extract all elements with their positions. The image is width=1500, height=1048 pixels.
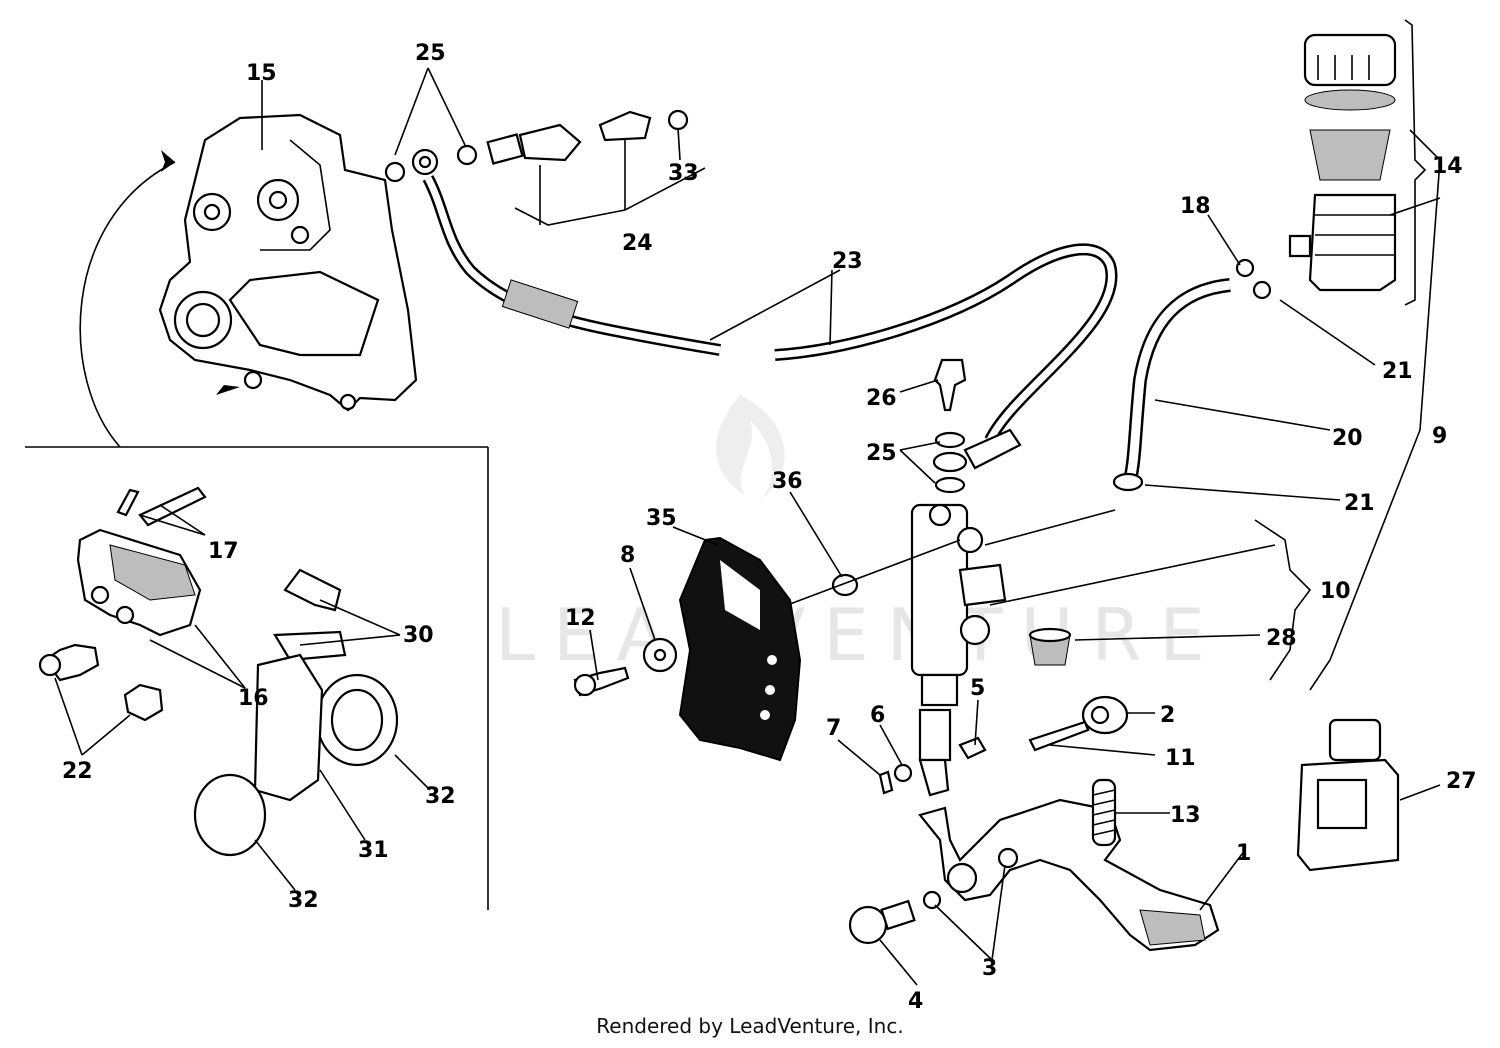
callout-14: 14 — [1432, 154, 1463, 179]
callout-26: 26 — [866, 386, 897, 411]
inset-box — [25, 150, 489, 910]
bleeder-parts — [384, 109, 689, 183]
master-cylinder — [910, 358, 1022, 797]
small-parts — [573, 573, 1129, 795]
fluid-bottle — [1296, 718, 1400, 872]
callout-6: 6 — [870, 703, 885, 728]
callout-4: 4 — [908, 989, 923, 1014]
leader-lines — [54, 19, 1441, 986]
callout-25-middle: 25 — [866, 441, 897, 466]
callout-7: 7 — [826, 716, 841, 741]
callout-28: 28 — [1266, 626, 1297, 651]
callout-15: 15 — [246, 61, 277, 86]
callout-5: 5 — [970, 676, 985, 701]
callout-24: 24 — [622, 231, 653, 256]
watermark-text: LEADVENTURE — [495, 593, 1223, 677]
callout-2: 2 — [1160, 703, 1175, 728]
brake-pedal — [848, 778, 1220, 952]
callout-11: 11 — [1165, 746, 1196, 771]
callout-32-bottom: 32 — [288, 888, 319, 913]
callout-30: 30 — [403, 623, 434, 648]
callout-31: 31 — [358, 838, 389, 863]
callout-10: 10 — [1320, 579, 1351, 604]
callout-17: 17 — [208, 539, 239, 564]
callout-21-bottom: 21 — [1344, 491, 1375, 516]
inset-parts — [38, 486, 399, 857]
callout-20: 20 — [1332, 426, 1363, 451]
callout-32-right: 32 — [425, 784, 456, 809]
guard-plate — [678, 536, 802, 762]
callout-27: 27 — [1446, 769, 1477, 794]
callout-1: 1 — [1236, 841, 1251, 866]
callout-8: 8 — [620, 543, 635, 568]
reservoir-assembly — [1235, 33, 1397, 300]
callout-18: 18 — [1180, 194, 1211, 219]
callout-23: 23 — [832, 249, 863, 274]
callout-22: 22 — [62, 759, 93, 784]
callout-36: 36 — [772, 469, 803, 494]
callout-labels: 1 2 3 4 5 6 7 8 9 10 11 12 13 14 15 16 1… — [62, 41, 1477, 1014]
callout-16: 16 — [238, 686, 269, 711]
callout-3: 3 — [982, 956, 997, 981]
callout-12: 12 — [565, 606, 596, 631]
watermark: LEADVENTURE — [495, 395, 1223, 677]
footer-credit: Rendered by LeadVenture, Inc. — [596, 1014, 904, 1038]
reservoir-hose — [1112, 278, 1231, 492]
callout-13: 13 — [1170, 803, 1201, 828]
callout-21-top: 21 — [1382, 359, 1413, 384]
callout-9: 9 — [1432, 424, 1447, 449]
callout-35: 35 — [646, 506, 677, 531]
callout-25-top: 25 — [415, 41, 446, 66]
brake-hose — [411, 148, 1118, 443]
callout-33: 33 — [668, 161, 699, 186]
caliper-assembly — [158, 113, 418, 412]
